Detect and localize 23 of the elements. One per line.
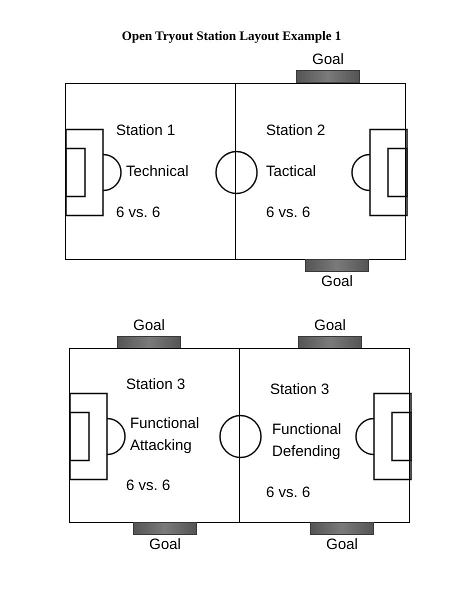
- goal-label: Goal: [326, 535, 358, 555]
- station-focus: Technical: [126, 162, 190, 182]
- diagram-title: Open Tryout Station Layout Example 1: [120, 27, 342, 45]
- goal-label: Goal: [133, 316, 165, 336]
- goal-label: Goal: [149, 535, 181, 555]
- station-title: Station 1: [116, 121, 176, 141]
- station-focus: Tactical: [266, 162, 318, 182]
- field-half: [235, 83, 406, 260]
- goal-label: Goal: [312, 50, 344, 70]
- team-size: 6 vs. 6: [266, 483, 312, 503]
- station-title: Station 2: [266, 121, 326, 141]
- station-focus: Functional Attacking: [130, 414, 200, 456]
- station-title: Station 3: [270, 380, 330, 400]
- station-title: Station 3: [126, 375, 186, 395]
- goal-label: Goal: [314, 316, 346, 336]
- field-half: [239, 348, 410, 523]
- station-focus: Functional Defending: [272, 420, 342, 462]
- team-size: 6 vs. 6: [266, 203, 312, 223]
- field-half: [69, 348, 241, 523]
- field-half: [65, 83, 237, 260]
- goal-label: Goal: [321, 272, 353, 292]
- team-size: 6 vs. 6: [116, 203, 162, 223]
- team-size: 6 vs. 6: [126, 476, 172, 496]
